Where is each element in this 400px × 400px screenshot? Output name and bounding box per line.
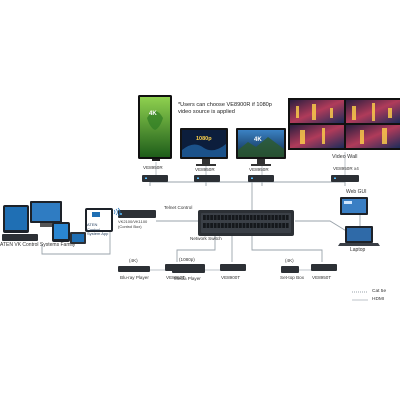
- switch-port: [278, 215, 282, 220]
- switch-port: [213, 215, 217, 220]
- receiver-label-4: VE8950R x4: [333, 166, 359, 171]
- switch-ports: [203, 215, 289, 228]
- switch-port: [282, 215, 285, 220]
- source-3-res: (4K): [285, 258, 294, 263]
- receiver-devices: [142, 175, 359, 182]
- monitor-1080p: [180, 128, 228, 166]
- switch-port: [278, 223, 282, 228]
- switch-port: [257, 215, 260, 220]
- switch-port: [275, 223, 278, 228]
- monitor1-badge: 1080p: [196, 136, 212, 142]
- switch-port: [267, 223, 271, 228]
- switch-port: [228, 215, 231, 220]
- control-app-tablet: [85, 208, 113, 232]
- legend-hdmi-label: HDMI: [372, 297, 385, 302]
- switch-port: [217, 215, 221, 220]
- video-wall-label: Video Wall: [332, 154, 358, 160]
- switch-port: [221, 215, 224, 220]
- switch-port: [235, 223, 239, 228]
- source-1-name: Blu-ray Player: [120, 275, 149, 280]
- control-family-devices: [2, 201, 86, 244]
- switch-port: [267, 215, 271, 220]
- switch-port: [242, 215, 246, 220]
- switch-port: [210, 223, 213, 228]
- portrait-display: [138, 95, 172, 161]
- transmitter-label-3: VE8950T: [312, 275, 332, 280]
- monitor2-badge: 4K: [254, 137, 262, 143]
- receiver-label-2: VE8950R: [195, 167, 215, 172]
- cat5e-cables: [41, 181, 361, 262]
- switch-port: [246, 223, 249, 228]
- receiver-label-3: VE8950R: [249, 167, 269, 172]
- switch-port: [253, 215, 257, 220]
- network-switch-label: Network Switch: [190, 236, 222, 241]
- switch-port: [260, 215, 264, 220]
- switch-port: [231, 223, 235, 228]
- switch-port: [239, 215, 242, 220]
- monitor-4k: [236, 128, 286, 166]
- source-3-name: Set-top Box: [280, 275, 305, 280]
- web-gui-screen: [340, 197, 368, 215]
- switch-port: [210, 215, 213, 220]
- switch-port: [271, 215, 275, 220]
- source-devices: [118, 264, 299, 273]
- switch-port: [203, 215, 206, 220]
- switch-port: [239, 223, 242, 228]
- switch-port: [221, 223, 224, 228]
- source-1-res: (4K): [129, 258, 138, 263]
- control-box-label: VK2100/VK1100 (Control Box): [118, 219, 148, 229]
- switch-port: [224, 215, 228, 220]
- note-text: *Users can choose VE8900R if 1080p video…: [178, 102, 272, 116]
- switch-port: [213, 223, 217, 228]
- switch-port: [282, 223, 285, 228]
- switch-port: [242, 223, 246, 228]
- wireless-icon: [113, 207, 121, 217]
- control-family-label: ATEN VK Control Systems Family: [0, 242, 76, 248]
- source-2-res: (1080p): [179, 257, 195, 262]
- switch-port: [206, 215, 210, 220]
- switch-port: [217, 223, 221, 228]
- switch-port: [224, 223, 228, 228]
- switch-port: [203, 223, 206, 228]
- switch-port: [257, 223, 260, 228]
- video-wall: [288, 98, 400, 150]
- portrait-badge: 4K: [149, 111, 157, 117]
- switch-port: [264, 223, 267, 228]
- switch-port: [228, 223, 231, 228]
- note-line-1: *Users can choose VE8900R if 1080p: [178, 102, 272, 108]
- switch-port: [249, 215, 253, 220]
- switch-port: [271, 223, 275, 228]
- laptop-label: Laptop: [350, 247, 366, 253]
- source-2-name: Media Player: [174, 276, 201, 281]
- transmitter-label-2: VE8900T: [221, 275, 241, 280]
- laptop-device: [338, 226, 380, 246]
- web-gui-label: Web GUI: [346, 189, 367, 195]
- switch-port: [285, 223, 289, 228]
- transmitter-label-1: VE8950T: [166, 275, 186, 280]
- switch-port: [264, 215, 267, 220]
- legend-cat5e-label: Cat 5e: [372, 289, 387, 294]
- switch-port: [235, 215, 239, 220]
- control-app-label: ATEN Control System App: [87, 222, 109, 237]
- receiver-leds: [145, 177, 336, 179]
- receiver-label-1: VE8950R: [143, 165, 163, 170]
- switch-port: [231, 215, 235, 220]
- switch-port: [260, 223, 264, 228]
- telnet-control-label: Telnet Control: [164, 205, 193, 210]
- switch-port: [206, 223, 210, 228]
- switch-port: [246, 215, 249, 220]
- control-box-device: [118, 210, 156, 218]
- switch-port: [275, 215, 278, 220]
- note-line-2: video source is applied: [178, 108, 235, 115]
- transmitter-devices: [165, 264, 337, 271]
- switch-port: [253, 223, 257, 228]
- switch-port: [285, 215, 289, 220]
- switch-port: [249, 223, 253, 228]
